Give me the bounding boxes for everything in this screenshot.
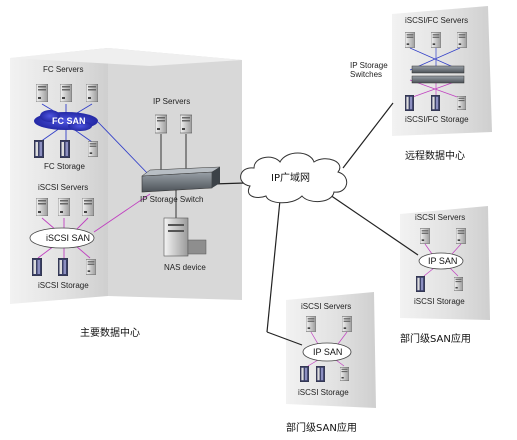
storage-icon [58,258,68,276]
iscsi-link-switch [93,193,151,233]
iscsi-storage [32,258,96,276]
dept-bottom-storage-label: iSCSI Storage [298,388,349,397]
fc-link-st1 [39,127,61,143]
nas-device [163,217,207,257]
iscsi-servers [36,198,94,216]
server-icon [36,198,48,216]
server-icon [405,32,415,48]
server-icon [36,84,48,102]
storage-icon [300,366,309,382]
storage-icon [431,95,440,111]
remote-storage-label: iSCSI/FC Storage [405,115,469,124]
server-icon [58,198,70,216]
fc-link-switch [97,121,151,177]
server-icon [86,84,98,102]
iscsi-storage-label: iSCSI Storage [38,281,89,290]
dept-right-san-label: IP SAN [428,256,458,266]
storage-icon [316,366,325,382]
iscsi-san-cloud [29,227,95,249]
storage-icon [34,140,44,158]
storage-icon [60,140,70,158]
server-icon [420,228,430,244]
iscsi-link-st1 [37,245,55,259]
remote-switches-label-1: IP Storage [350,61,388,70]
dept-bottom-link-4 [335,359,345,367]
dept-right-link-3 [423,267,435,277]
server-icon [431,32,441,48]
fc-storage-label: FC Storage [44,162,85,171]
server-icon [86,259,96,275]
server-icon [454,276,463,292]
dept-right-servers-label: iSCSI Servers [415,213,466,222]
server-icon [306,316,316,332]
dept-bottom-link-1 [310,331,319,345]
dept-bottom-ipsan-cloud [302,342,352,362]
remote-switches-label-2: Switches [350,70,383,79]
ip-servers-label: IP Servers [153,97,191,106]
wan-cloud [240,152,348,204]
fc-san-cloud [34,110,98,131]
main-data-center-caption: 主要数据中心 [80,328,140,339]
server-icon [457,95,466,111]
iscsi-link-st3 [75,245,91,259]
dept-right-link-2 [451,243,462,255]
remote-servers [405,32,467,48]
fc-storage [34,140,98,158]
remote-switches [411,65,465,84]
dept-bottom-entry [266,331,303,346]
dept-right-caption: 部门级SAN应用 [400,334,471,345]
dept-bottom-link-3 [307,359,319,367]
iscsi-servers-label: iSCSI Servers [38,183,89,192]
storage-icon [32,258,42,276]
server-icon [456,228,466,244]
fc-san-label: FC SAN [52,116,86,126]
dept-right-link-1 [424,243,433,255]
ip-storage-switch-label: IP Storage Switch [140,195,204,204]
server-icon [340,366,349,382]
wan-links [211,102,419,346]
storage-icon [405,95,414,111]
dept-right-storage-label: iSCSI Storage [414,297,465,306]
fc-servers-label: FC Servers [43,65,84,74]
dept-right-ipsan-cloud [418,252,464,270]
server-icon [88,141,98,157]
server-icon [342,316,352,332]
server-icon [60,84,72,102]
storage-icon [416,276,425,292]
wan-label: IP广域网 [271,173,310,184]
iscsi-link-s3 [75,217,89,231]
wan-link-to-remote [342,102,394,169]
dept-bottom-caption: 部门级SAN应用 [286,423,357,434]
wan-link-to-dept-bottom [266,199,281,333]
remote-data-center-caption: 远程数据中心 [405,151,465,162]
wan-link-to-dept-right [329,194,419,256]
fc-servers [36,84,98,102]
dept-right-link-4 [449,267,459,277]
dept-bottom-san-label: IP SAN [313,347,343,357]
server-icon [82,198,94,216]
dept-bottom-servers-label: iSCSI Servers [301,302,352,311]
remote-servers-label: iSCSI/FC Servers [405,16,469,25]
server-icon [155,114,167,134]
dept-bottom-storage [300,366,349,382]
ip-storage-switch [141,166,221,193]
iscsi-san-label: iSCSI SAN [46,233,91,243]
nas-device-label: NAS device [164,263,206,272]
server-icon [180,114,192,134]
server-icon [457,32,467,48]
dept-bottom-link-2 [337,331,348,345]
